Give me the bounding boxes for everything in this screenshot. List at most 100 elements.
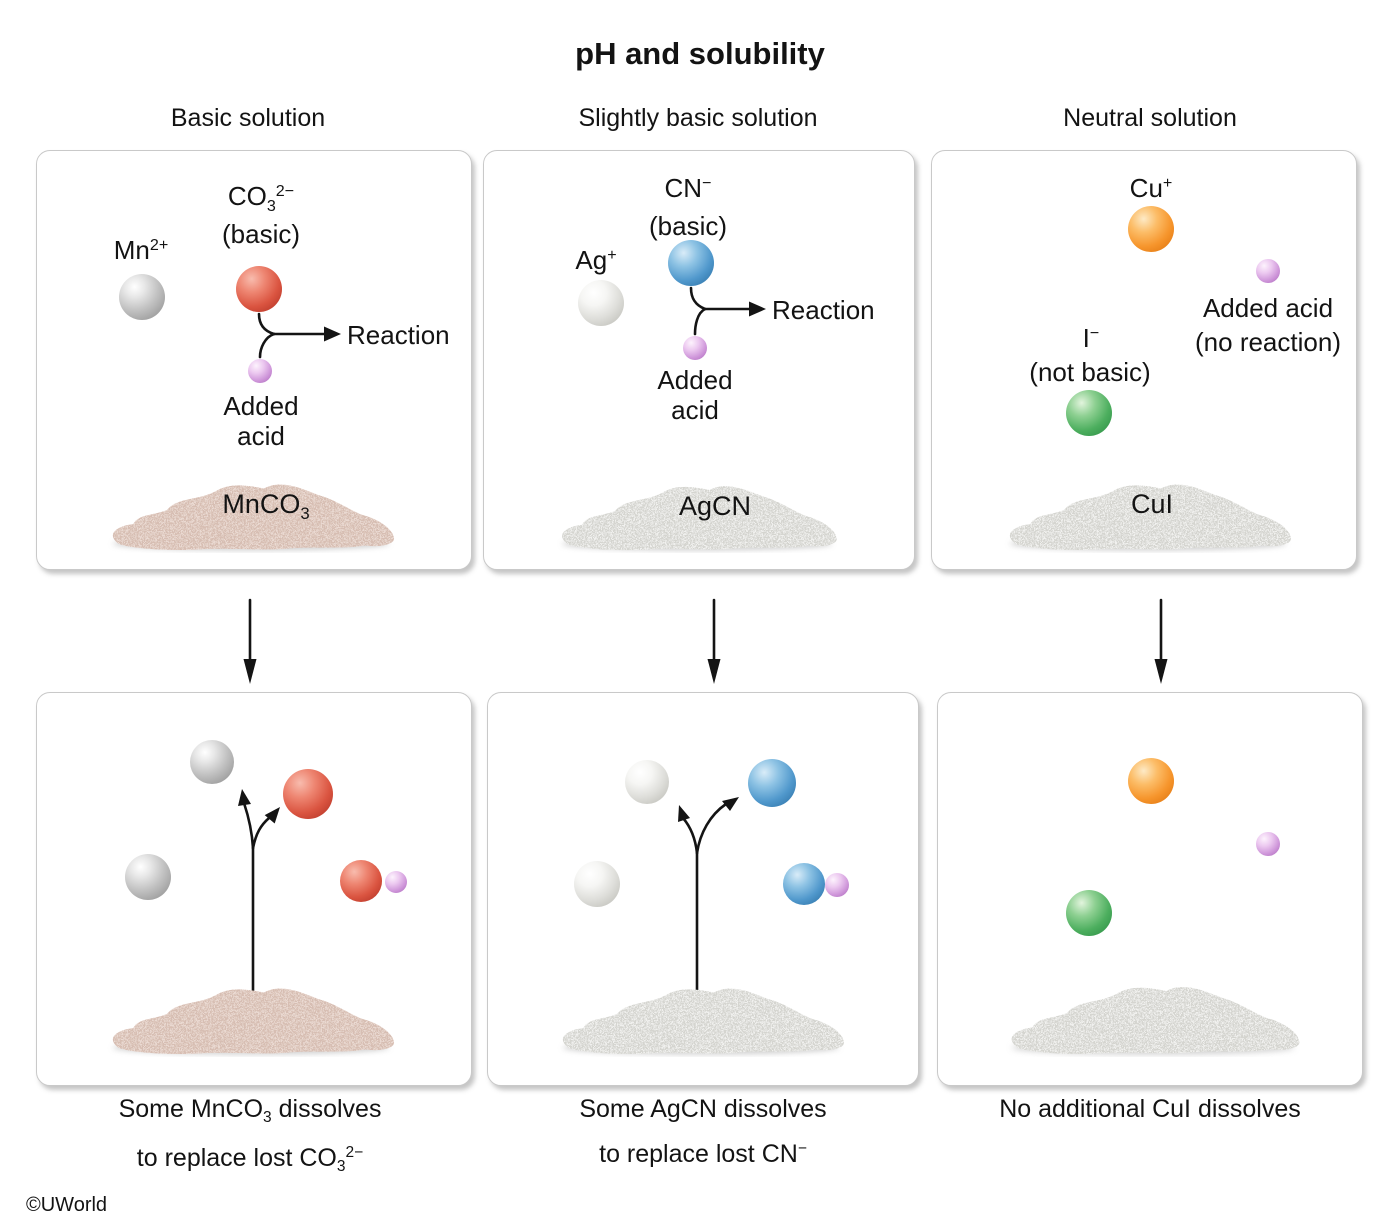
caption-text: Some AgCN dissolves [579,1095,827,1123]
added-acid-sphere [248,359,272,383]
panel-slightly-basic-before: CN− (basic) Ag+ Reaction Added acid AgCN [483,150,915,570]
copper-cation-sphere [1128,758,1174,804]
copyright-notice: ©UWorld [26,1194,108,1216]
mnco3-solid-rock [112,484,395,551]
carbonate-anion-sphere [236,266,282,312]
formula-sup: + [607,246,617,265]
dissolve-fork-arrow [238,789,280,996]
formula-base: Cu [1129,173,1163,203]
added-acid-label: Added acid [657,365,732,425]
panel-basic-after [36,692,472,1086]
silver-cation-sphere [625,760,669,804]
agcn-solid-rock [561,486,837,551]
manganese-cation-sphere [125,854,171,900]
column-header-slightly-basic: Slightly basic solution [578,104,818,132]
down-arrow-slightly-basic [707,598,721,684]
formula-sup: 2+ [149,236,169,255]
down-arrow-basic [243,598,257,684]
column-header-neutral: Neutral solution [1063,104,1237,132]
reaction-arrow [689,286,766,336]
dissolve-fork-arrow [678,797,739,995]
added-acid-sphere [683,336,707,360]
formula-sup: − [1089,324,1100,343]
copper-cation-sphere [1128,206,1174,252]
panel-neutral-before: Cu+ Added acid (no reaction) I− (not bas… [931,150,1357,570]
cyanide-acid-pair-sphere [783,863,825,905]
cui-solid-rock [1011,986,1300,1055]
figure-title: pH and solubility [575,36,825,71]
panel-basic-before: CO32− (basic) Mn2+ Reaction Added acid M… [36,150,472,570]
iodide-ion-label: I− [1083,321,1100,359]
copper-ion-label: Cu+ [1130,171,1173,209]
cyanide-formula: CN− [649,171,727,209]
caption-line: No additional CuI dissolves [999,1094,1301,1124]
iodide-anion-sphere [1066,390,1112,436]
manganese-ion-label: Mn2+ [114,233,169,271]
added-acid-label: Added acid [223,391,298,451]
agcn-solid-label: AgCN [678,491,752,521]
added-acid-line: Added acid [1202,293,1334,323]
added-acid-line2: acid [237,421,285,451]
agcn-solid-rock [562,988,845,1055]
caption-text: to replace lost CO [136,1144,337,1172]
caption-line: to replace lost CN− [579,1139,826,1173]
reaction-label: Reaction [772,295,875,325]
formula-sup: − [702,174,712,193]
formula-sub: 3 [266,196,276,215]
iodide-note: (not basic) [1029,357,1151,387]
cyanide-anion-sphere [748,759,796,807]
carbonate-formula: CO32− [222,179,300,217]
column-header-basic: Basic solution [170,104,326,132]
caption-line: to replace lost CO32− [119,1143,382,1177]
manganese-cation-sphere [119,274,165,320]
carbonate-ion-label: CO32− (basic) [222,179,300,251]
added-acid-line1: Added [223,391,299,421]
carbonate-note: (basic) [221,219,301,249]
added-acid-no-reaction-label: Added acid (no reaction) [1195,291,1341,359]
added-acid-line1: Added [657,365,733,395]
added-acid-sphere [1256,259,1280,283]
formula-base: CO [227,181,267,211]
manganese-cation-sphere [190,740,234,784]
caption-sub: 3 [263,1109,272,1127]
caption-sup: 2− [345,1144,364,1162]
acid-sphere [1256,832,1280,856]
silver-cation-sphere [578,280,624,326]
formula-base: I [1082,323,1090,353]
caption-text: dissolves [271,1095,382,1123]
carbonate-anion-sphere [283,769,333,819]
formula-base: Ag [575,245,608,275]
formula-base: CN [664,173,703,203]
acid-pair-sphere [385,871,407,893]
cui-solid-rock [1009,484,1292,551]
formula-sup: 2− [275,182,295,201]
formula-sup: + [1162,174,1173,193]
cyanide-note: (basic) [648,211,728,241]
formula-base: Mn [113,235,150,265]
caption-basic: Some MnCO3 dissolves to replace lost CO3… [119,1094,382,1192]
caption-slightly-basic: Some AgCN dissolves to replace lost CN− [579,1094,826,1188]
mnco3-solid-label: MnCO3 [222,489,310,523]
caption-sub: 3 [336,1158,346,1176]
reaction-arrow [257,312,341,359]
caption-line: Some MnCO3 dissolves [119,1094,382,1128]
cyanide-anion-sphere [668,240,714,286]
cui-solid-label: CuI [1130,489,1174,519]
no-reaction-line: (no reaction) [1195,327,1341,357]
silver-cation-sphere [574,861,620,907]
panel-neutral-after [937,692,1363,1086]
formula-base: MnCO [222,489,301,519]
caption-text: No additional CuI dissolves [999,1095,1301,1123]
caption-text: to replace lost CN [599,1140,798,1168]
silver-ion-label: Ag+ [575,243,616,281]
formula-sub: 3 [300,503,310,523]
acid-pair-sphere [825,873,849,897]
mnco3-solid-rock [112,988,395,1055]
carbonate-acid-pair-sphere [340,860,382,902]
caption-line: Some AgCN dissolves [579,1094,826,1124]
reaction-label: Reaction [347,320,450,350]
panel-slightly-basic-after [487,692,919,1086]
caption-neutral: No additional CuI dissolves [999,1094,1301,1139]
added-acid-line2: acid [671,395,719,425]
